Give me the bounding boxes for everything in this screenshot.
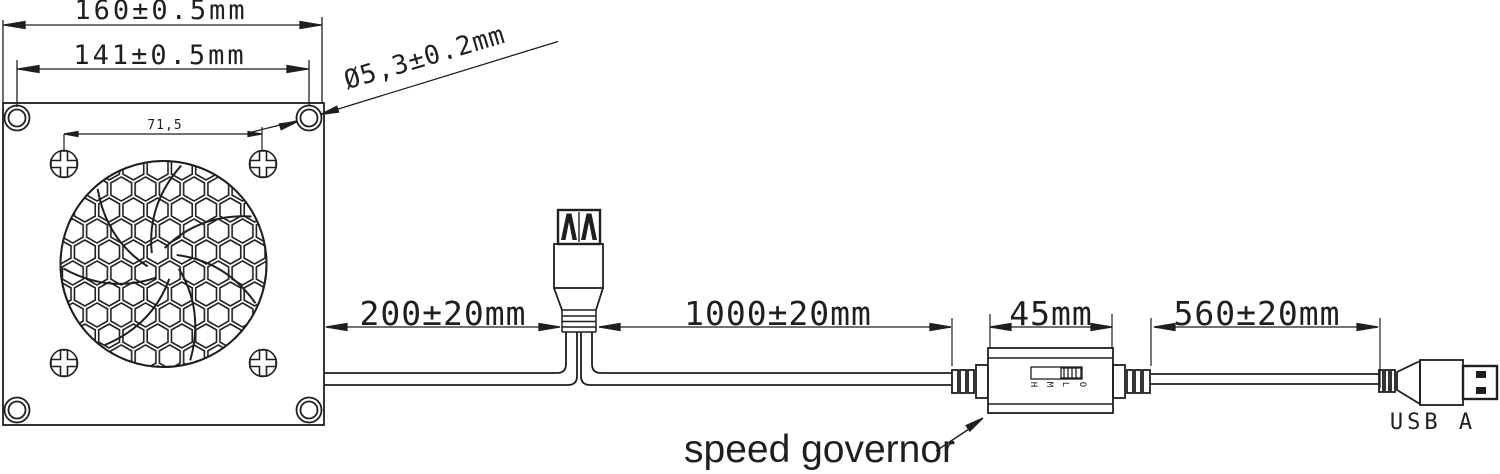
dim-1000-label: 1000±20mm	[684, 294, 872, 333]
hole-diameter-leader	[247, 40, 559, 134]
usb-a-label: USB A	[1389, 410, 1477, 435]
switch-label-l: L	[1060, 381, 1071, 388]
grille-screws	[49, 149, 278, 378]
screw-spacing-label: 71,5	[147, 118, 183, 133]
fan-assembly	[2, 102, 325, 426]
cable-runs	[324, 332, 1380, 386]
dim-200-label: 200±20mm	[359, 294, 527, 333]
switch-position-labels: H M L O	[1028, 380, 1087, 389]
dim-560-label: 560±20mm	[1173, 294, 1341, 333]
usb-female-contacts	[561, 213, 597, 240]
usb-male-contacts	[1476, 371, 1486, 394]
dimension-200	[325, 322, 561, 332]
fan-grille	[59, 160, 268, 368]
speed-switch	[1030, 366, 1083, 380]
usb-female-connector	[553, 208, 604, 333]
switch-label-m: M	[1044, 381, 1055, 388]
switch-label-o: O	[1076, 381, 1087, 388]
speed-governor-box	[951, 347, 1151, 414]
speed-governor-leader	[935, 417, 984, 452]
dimension-1000	[598, 318, 953, 366]
dimension-45	[989, 314, 1113, 348]
dimension-560	[1150, 318, 1381, 388]
switch-label-h: H	[1028, 381, 1039, 388]
speed-governor-label: speed governor	[684, 428, 956, 471]
usb-male-connector	[1378, 359, 1499, 406]
dim-141-label: 141±0.5mm	[73, 40, 247, 71]
dimension-160	[2, 17, 323, 103]
dimension-141	[16, 60, 310, 107]
dim-45-label: 45mm	[1009, 294, 1093, 333]
dim-160-label: 160±0.5mm	[74, 0, 248, 26]
